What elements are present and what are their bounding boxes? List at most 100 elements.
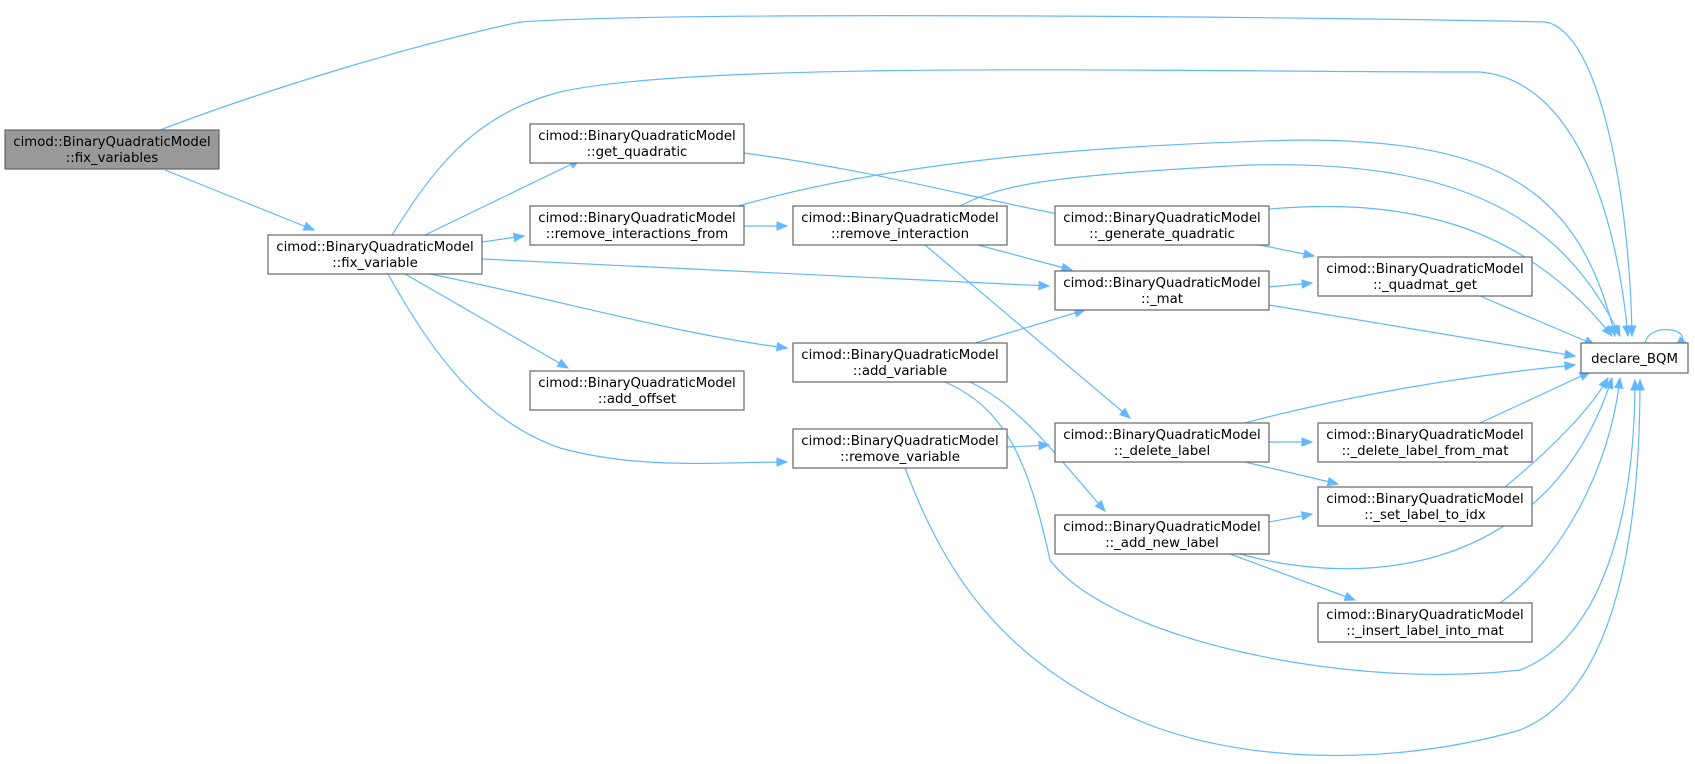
node-get-quadratic[interactable]: cimod::BinaryQuadraticModel::get_quadrat… xyxy=(529,123,745,164)
node-add-offset[interactable]: cimod::BinaryQuadraticModel::add_offset xyxy=(529,370,745,411)
edge--delete-label-from-mat-to-declare-BQM xyxy=(1479,371,1592,424)
node-label-line1: cimod::BinaryQuadraticModel xyxy=(1063,428,1260,443)
edge-line xyxy=(904,379,1641,757)
arrowhead xyxy=(1622,325,1632,338)
node-label-line1: cimod::BinaryQuadraticModel xyxy=(276,240,473,255)
node-box xyxy=(1317,486,1533,527)
edge--mat-to-declare-BQM xyxy=(1268,304,1577,359)
node-box xyxy=(1317,602,1533,643)
edge-line xyxy=(974,309,1086,344)
edge-remove-interactions-from-to-remove-interaction xyxy=(744,221,789,231)
node-box xyxy=(1054,514,1270,555)
arrowhead xyxy=(776,221,789,231)
edge-line xyxy=(1229,553,1356,601)
node-label-line1: cimod::BinaryQuadraticModel xyxy=(538,376,735,391)
edge-fix-variable-to-add-offset xyxy=(404,273,570,369)
nodes-layer: cimod::BinaryQuadraticModel::fix_variabl… xyxy=(4,123,1689,643)
node-label-line1: cimod::BinaryQuadraticModel xyxy=(1063,211,1260,226)
edges-layer xyxy=(159,15,1687,757)
arrowhead xyxy=(776,457,789,467)
node-remove-interactions-from[interactable]: cimod::BinaryQuadraticModel::remove_inte… xyxy=(529,205,745,246)
node-box xyxy=(1054,422,1270,463)
node-set-label-to-idx[interactable]: cimod::BinaryQuadraticModel::_set_label_… xyxy=(1317,486,1533,527)
edge-line xyxy=(424,159,581,236)
edge-remove-variable-to--delete-label xyxy=(1006,440,1051,451)
node-label-line2: ::fix_variables xyxy=(66,151,158,166)
node-label-line1: cimod::BinaryQuadraticModel xyxy=(1326,262,1523,277)
node-box xyxy=(1580,342,1689,374)
edge--mat-to--quadmat-get xyxy=(1268,279,1314,289)
edge--add-new-label-to--set-label-to-idx xyxy=(1268,511,1314,523)
arrowhead xyxy=(1598,376,1609,390)
node-label-line1: cimod::BinaryQuadraticModel xyxy=(1326,428,1523,443)
arrowhead xyxy=(1038,280,1051,291)
edge-line xyxy=(1268,205,1613,337)
edge-line xyxy=(391,69,1629,337)
node-declare-BQM[interactable]: declare_BQM xyxy=(1580,342,1689,374)
node-label-line1: cimod::BinaryQuadraticModel xyxy=(1063,520,1260,535)
node-label-line2: ::_insert_label_into_mat xyxy=(1346,624,1503,639)
arrowhead xyxy=(1635,378,1645,391)
node-label-line1: cimod::BinaryQuadraticModel xyxy=(801,434,998,449)
edge--generate-quadratic-to-declare-BQM xyxy=(1268,205,1613,338)
node-add-new-label[interactable]: cimod::BinaryQuadraticModel::_add_new_la… xyxy=(1054,514,1270,555)
edge--set-label-to-idx-to-declare-BQM xyxy=(1504,376,1609,488)
edge-line xyxy=(429,273,788,349)
node-label-line1: cimod::BinaryQuadraticModel xyxy=(801,211,998,226)
node-label-line2: ::_mat xyxy=(1141,292,1183,307)
node-label-line1: cimod::BinaryQuadraticModel xyxy=(538,211,735,226)
node-remove-interaction[interactable]: cimod::BinaryQuadraticModel::remove_inte… xyxy=(792,205,1008,246)
arrowhead xyxy=(1563,349,1577,359)
edge--delete-label-to--delete-label-from-mat xyxy=(1269,437,1314,447)
node-box xyxy=(4,129,220,170)
node-label: declare_BQM xyxy=(1591,352,1678,367)
node-fix-variables: cimod::BinaryQuadraticModel::fix_variabl… xyxy=(4,129,220,170)
node-box xyxy=(267,234,483,275)
edge-line xyxy=(959,164,1621,337)
node-label-line1: cimod::BinaryQuadraticModel xyxy=(801,348,998,363)
node-label-line2: ::remove_interaction xyxy=(831,227,969,242)
arrowhead xyxy=(1038,440,1051,451)
node-box xyxy=(1317,256,1533,297)
node-label-line2: ::_generate_quadratic xyxy=(1089,227,1235,242)
edge-line xyxy=(404,273,569,369)
node-mat[interactable]: cimod::BinaryQuadraticModel::_mat xyxy=(1054,270,1270,311)
edge-line xyxy=(1244,364,1576,424)
arrowhead xyxy=(1060,262,1074,272)
edge-line xyxy=(387,273,788,465)
edge--delete-label-to-declare-BQM xyxy=(1244,361,1577,424)
arrowhead xyxy=(1601,324,1613,338)
edge-line xyxy=(1504,377,1609,488)
node-insert-label-into-mat[interactable]: cimod::BinaryQuadraticModel::_insert_lab… xyxy=(1317,602,1533,643)
node-label-line1: cimod::BinaryQuadraticModel xyxy=(1326,492,1523,507)
node-generate-quadratic[interactable]: cimod::BinaryQuadraticModel::_generate_q… xyxy=(1054,205,1270,246)
edge-add-variable-to--add-new-label xyxy=(969,381,1106,513)
arrowhead xyxy=(1301,279,1314,289)
node-quadmat-get[interactable]: cimod::BinaryQuadraticModel::_quadmat_ge… xyxy=(1317,256,1533,297)
edge-line xyxy=(1479,371,1591,424)
node-delete-label-from-mat[interactable]: cimod::BinaryQuadraticModel::_delete_lab… xyxy=(1317,422,1533,463)
edge-fix-variable-to--mat xyxy=(481,258,1051,291)
node-box xyxy=(529,123,745,164)
edge-add-variable-to--mat xyxy=(974,308,1087,344)
edge-fix-variable-to-add-variable xyxy=(429,273,789,352)
node-box xyxy=(1054,205,1270,246)
edge-remove-interaction-to--delete-label xyxy=(924,244,1132,419)
node-box xyxy=(529,205,745,246)
node-delete-label[interactable]: cimod::BinaryQuadraticModel::_delete_lab… xyxy=(1054,422,1270,463)
edge-line xyxy=(924,244,1131,419)
node-label-line2: ::fix_variable xyxy=(332,256,418,271)
edge--generate-quadratic-to--quadmat-get xyxy=(1259,244,1316,259)
node-label-line1: cimod::BinaryQuadraticModel xyxy=(1326,608,1523,623)
node-add-variable[interactable]: cimod::BinaryQuadraticModel::add_variabl… xyxy=(792,342,1008,383)
node-remove-variable[interactable]: cimod::BinaryQuadraticModel::remove_vari… xyxy=(792,428,1008,469)
node-fix-variable[interactable]: cimod::BinaryQuadraticModel::fix_variabl… xyxy=(267,234,483,275)
edge--quadmat-get-to-declare-BQM xyxy=(1479,295,1597,346)
edge-line xyxy=(1244,461,1339,485)
node-label-line1: cimod::BinaryQuadraticModel xyxy=(13,135,210,150)
node-label-line2: ::add_variable xyxy=(853,364,947,379)
edge-remove-interaction-to-declare-BQM xyxy=(959,164,1621,338)
edge-line xyxy=(969,381,1106,512)
node-box xyxy=(1317,422,1533,463)
edge-fix-variables-to-fix-variable xyxy=(164,169,316,231)
